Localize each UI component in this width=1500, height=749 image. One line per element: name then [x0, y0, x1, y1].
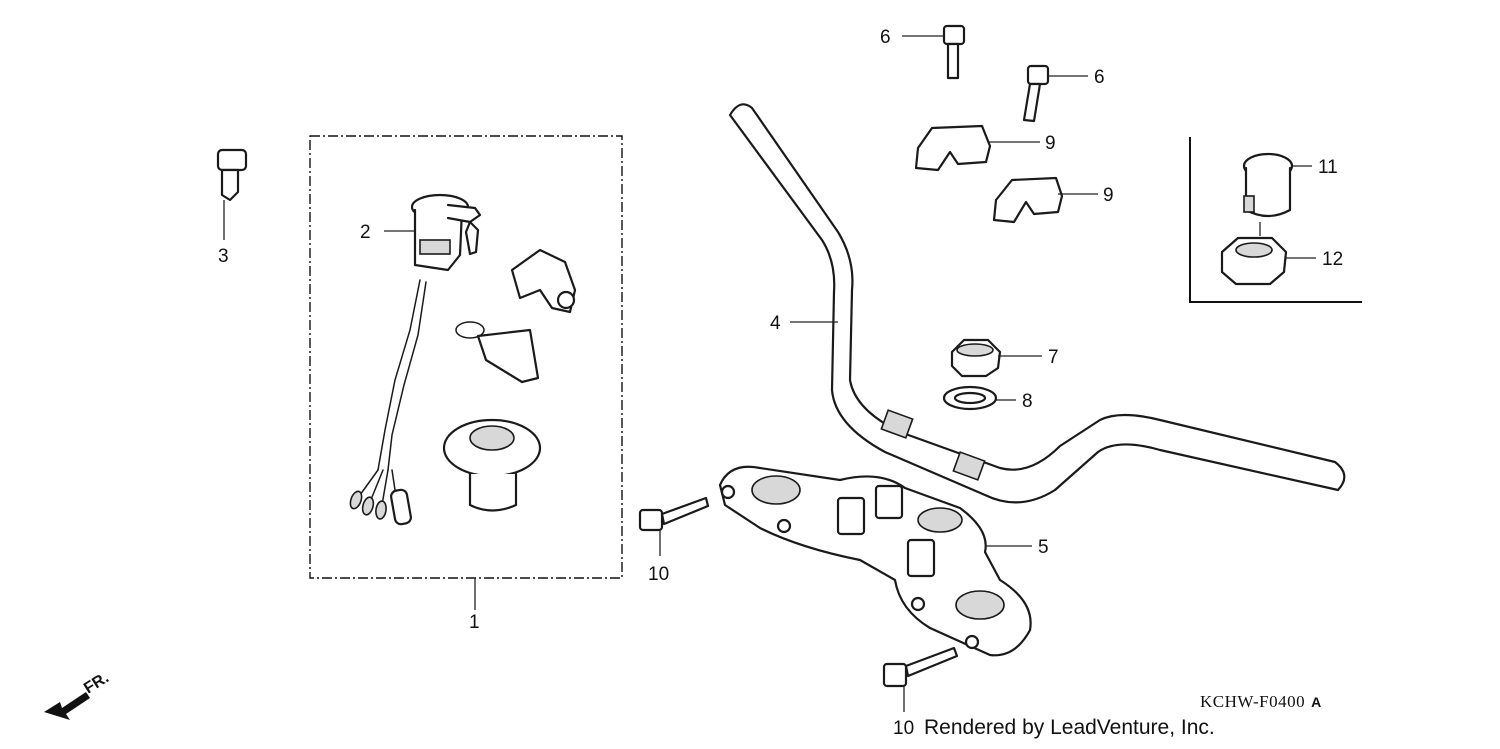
- top-bridge-bolt-left-part[interactable]: [638, 496, 710, 532]
- callout-5: 5: [1038, 537, 1049, 558]
- ignition-switch-part[interactable]: [348, 193, 482, 526]
- handlebar-part[interactable]: [728, 103, 1346, 504]
- handlebar-holder-upper-part[interactable]: [914, 124, 992, 172]
- callout-3: 3: [218, 246, 229, 267]
- key-part[interactable]: [216, 148, 248, 240]
- callout-1: 1: [469, 612, 480, 633]
- bushing-set-frame: [1189, 137, 1362, 303]
- bolt-upper-left-part[interactable]: [942, 24, 966, 80]
- washer-part[interactable]: [942, 385, 998, 411]
- callout-6b: 6: [1094, 67, 1105, 88]
- diagram-code-suffix: A: [1311, 694, 1322, 710]
- callout-12: 12: [1322, 249, 1343, 270]
- front-direction-arrow-icon: [44, 692, 90, 720]
- steering-stem-nut-part[interactable]: [950, 338, 1002, 378]
- callout-10b: 10: [893, 718, 914, 739]
- callout-7: 7: [1048, 347, 1059, 368]
- lock-cover-part[interactable]: [455, 321, 540, 384]
- ignition-kit-frame: [309, 135, 623, 579]
- callout-8: 8: [1022, 391, 1033, 412]
- seat-lock-cap-part[interactable]: [442, 418, 542, 512]
- bushing-part[interactable]: [1242, 152, 1294, 218]
- lock-nut-part[interactable]: [1220, 236, 1288, 286]
- callout-9b: 9: [1103, 185, 1114, 206]
- callout-10a: 10: [648, 564, 669, 585]
- handlebar-holder-lower-part[interactable]: [992, 176, 1064, 224]
- callout-2: 2: [360, 222, 371, 243]
- top-bridge-bolt-lower-part[interactable]: [882, 646, 959, 688]
- diagram-code-text: KCHW-F0400: [1200, 692, 1306, 711]
- bolt-upper-right-part[interactable]: [1022, 64, 1050, 123]
- callout-6a: 6: [880, 27, 891, 48]
- lock-holder-part[interactable]: [510, 248, 577, 314]
- callout-11: 11: [1318, 157, 1338, 178]
- callout-4: 4: [770, 313, 781, 334]
- callout-9a: 9: [1045, 133, 1056, 154]
- top-bridge-part[interactable]: [718, 465, 1032, 657]
- render-credit: Rendered by LeadVenture, Inc.: [924, 716, 1215, 739]
- diagram-code: KCHW-F0400 A: [1200, 692, 1322, 712]
